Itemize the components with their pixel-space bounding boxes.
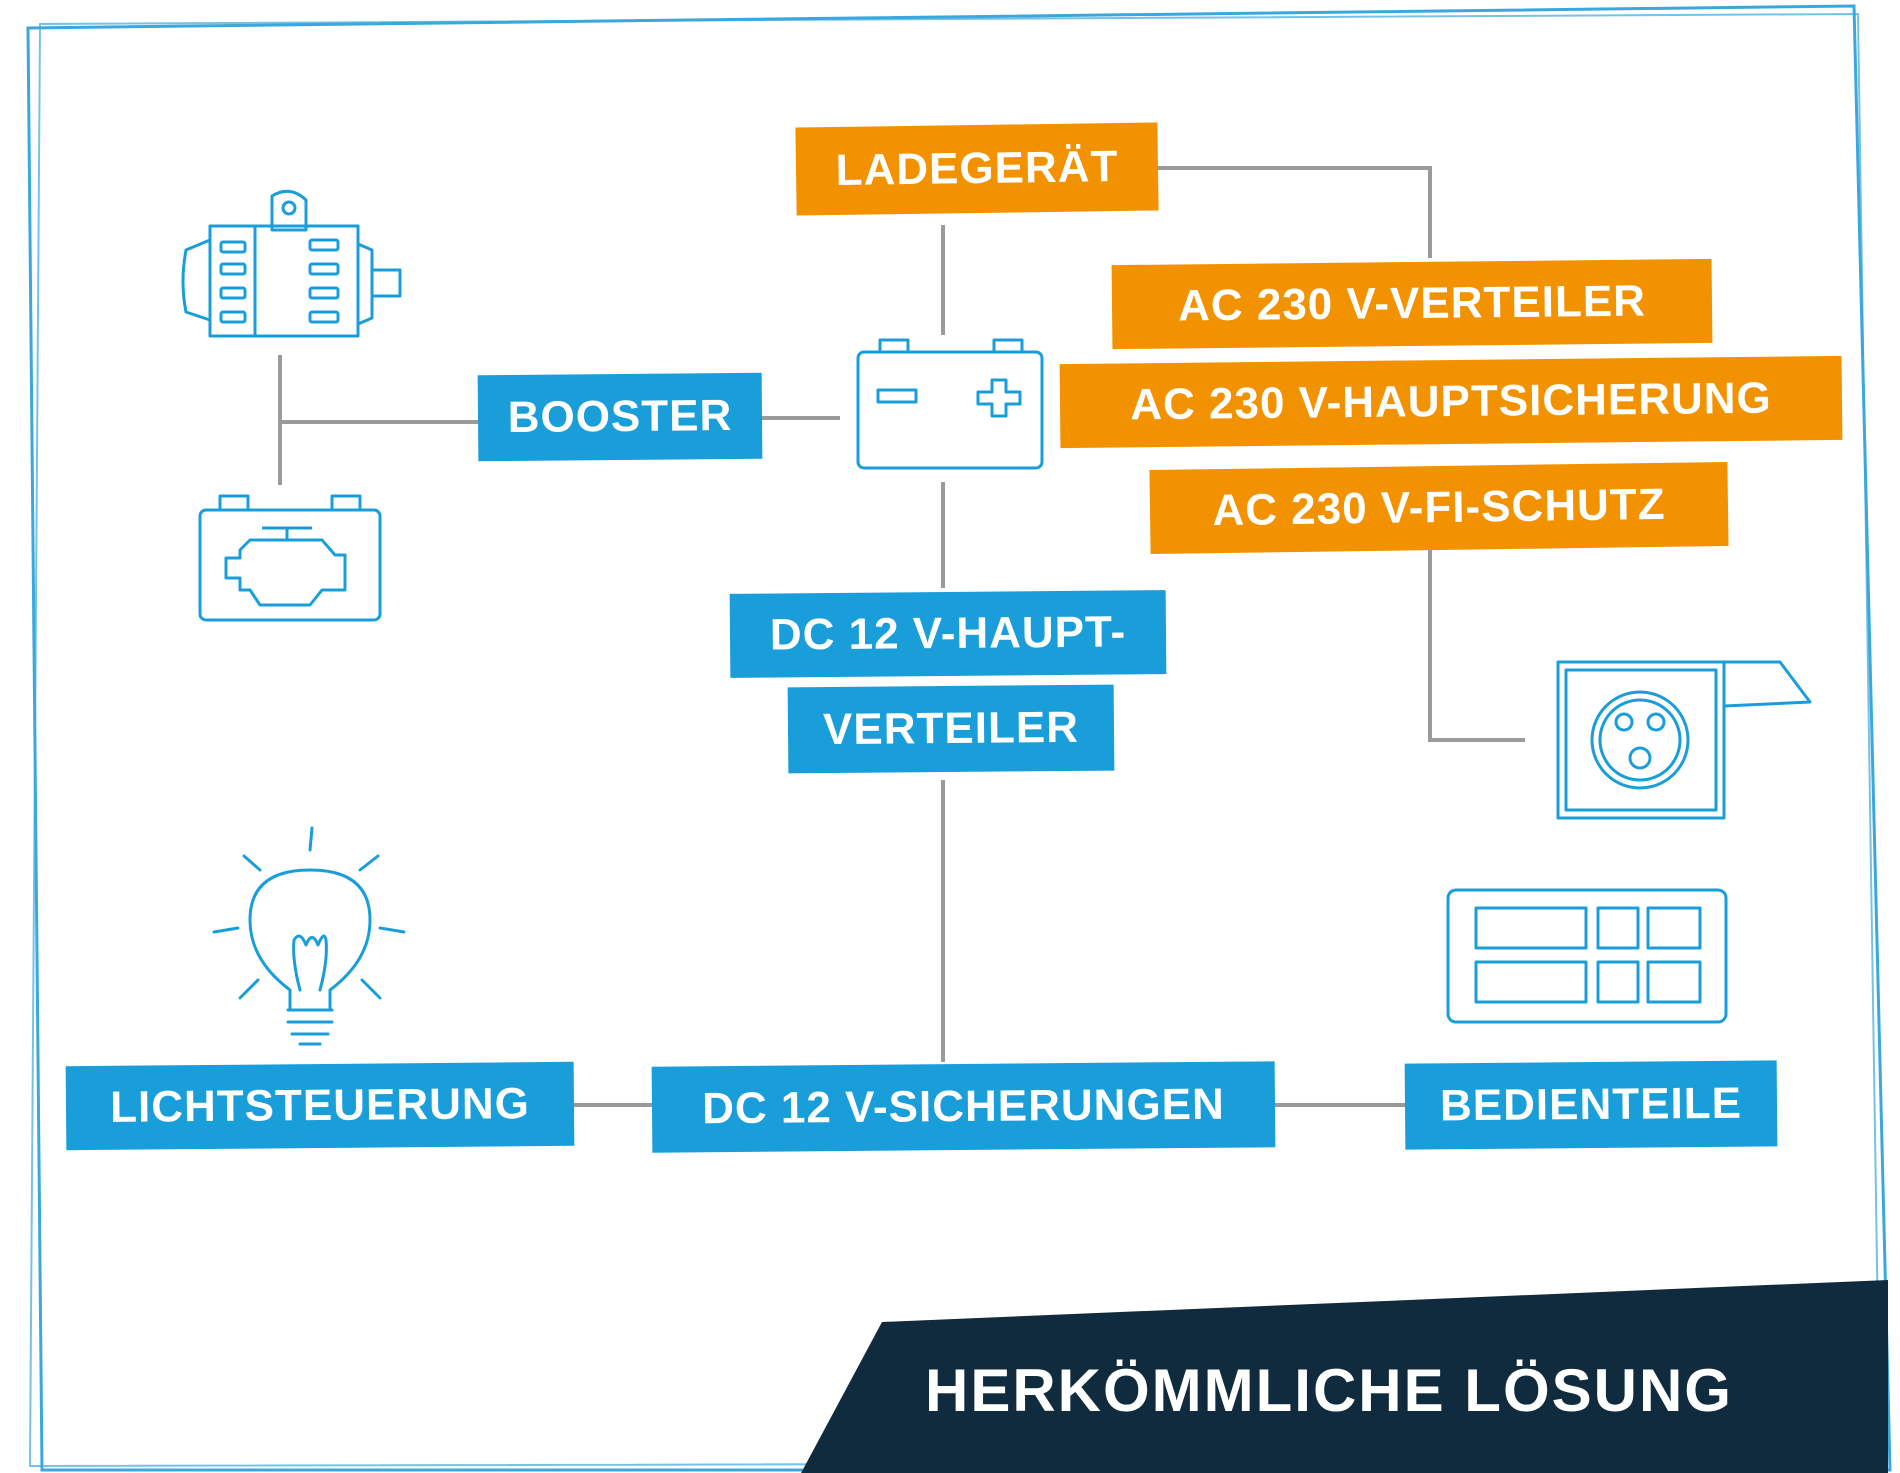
dc-fuses-label: DC 12 V-SICHERUNGEN xyxy=(651,1061,1276,1153)
engine-battery-icon xyxy=(198,494,382,622)
connector-lines xyxy=(278,166,1525,1107)
line-charger-ac xyxy=(1158,166,1432,258)
control-panels-label: BEDIENTEILE xyxy=(1404,1060,1778,1150)
dc-main-distributor-line2: VERTEILER xyxy=(787,684,1115,774)
socket-icon xyxy=(1556,660,1812,820)
ac-distributor-label: AC 230 V-VERTEILER xyxy=(1111,258,1713,350)
alternator-icon xyxy=(181,189,402,338)
footer-band xyxy=(801,1280,1888,1473)
light-bulb-icon xyxy=(212,826,406,1046)
footer-title: HERKÖMMLICHE LÖSUNG xyxy=(925,1356,1733,1424)
booster-label: BOOSTER xyxy=(477,372,763,462)
charger-label: LADEGERÄT xyxy=(795,122,1159,216)
dc-main-distributor-line1: DC 12 V-HAUPT- xyxy=(729,590,1167,678)
ac-main-fuse-label: AC 230 V-HAUPTSICHERUNG xyxy=(1059,355,1843,449)
control-panel-icon xyxy=(1446,888,1728,1024)
light-control-label: LICHTSTEUERUNG xyxy=(65,1061,575,1151)
line-rcd-socket xyxy=(1428,548,1525,742)
ac-rcd-label: AC 230 V-FI-SCHUTZ xyxy=(1149,461,1729,555)
battery-icon xyxy=(856,338,1044,470)
